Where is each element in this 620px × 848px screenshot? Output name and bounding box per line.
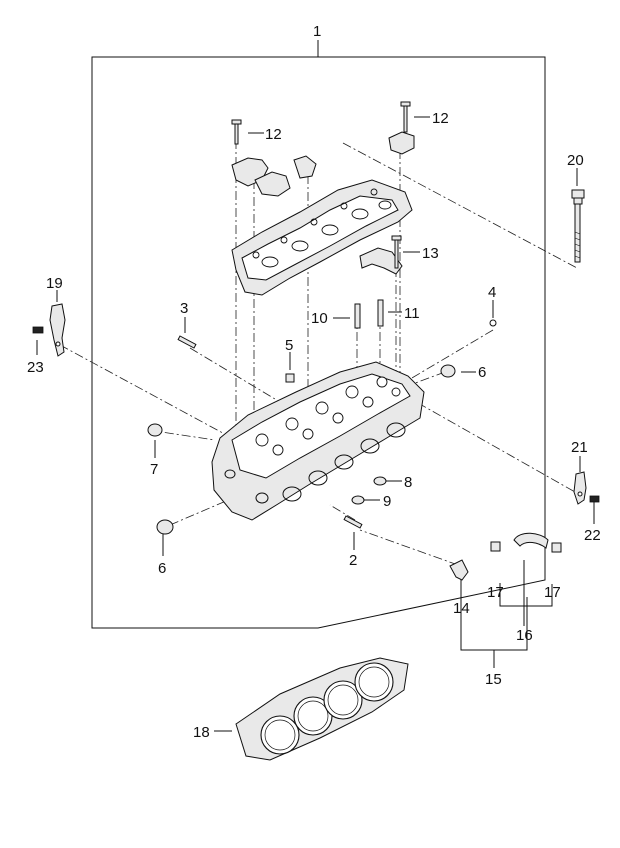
cylinder-head xyxy=(147,319,497,535)
callout-10: 10 xyxy=(311,310,328,327)
group-bracket-lines xyxy=(36,40,595,732)
callout-1: 1 xyxy=(313,23,321,40)
callout-8: 8 xyxy=(404,474,412,491)
hose-assembly xyxy=(449,532,562,581)
callout-12b: 12 xyxy=(432,110,449,127)
callout-15: 15 xyxy=(485,671,502,688)
callout-4: 4 xyxy=(488,284,496,301)
callout-18: 18 xyxy=(193,724,210,741)
callout-17a: 17 xyxy=(487,584,504,601)
callout-6b: 6 xyxy=(158,560,166,577)
callout-16: 16 xyxy=(516,627,533,644)
callout-22: 22 xyxy=(584,527,601,544)
callout-9: 9 xyxy=(383,493,391,510)
camshaft-carrier xyxy=(231,101,415,329)
long-head-bolt xyxy=(571,189,585,263)
callout-20: 20 xyxy=(567,152,584,169)
callout-labels: 1 2 3 4 5 6 6 7 8 9 10 11 12 12 13 14 15… xyxy=(27,23,601,741)
callout-5: 5 xyxy=(285,337,293,354)
callout-21: 21 xyxy=(571,439,588,456)
callout-7: 7 xyxy=(150,461,158,478)
callout-19: 19 xyxy=(46,275,63,292)
callout-2: 2 xyxy=(349,552,357,569)
callout-17b: 17 xyxy=(544,584,561,601)
callout-12a: 12 xyxy=(265,126,282,143)
callout-6a: 6 xyxy=(478,364,486,381)
callout-14: 14 xyxy=(453,600,470,617)
callout-11: 11 xyxy=(404,305,420,322)
callout-23: 23 xyxy=(27,359,44,376)
lifting-brackets xyxy=(32,303,600,505)
callout-3: 3 xyxy=(180,300,188,317)
head-gasket xyxy=(235,657,409,761)
callout-13: 13 xyxy=(422,245,439,262)
